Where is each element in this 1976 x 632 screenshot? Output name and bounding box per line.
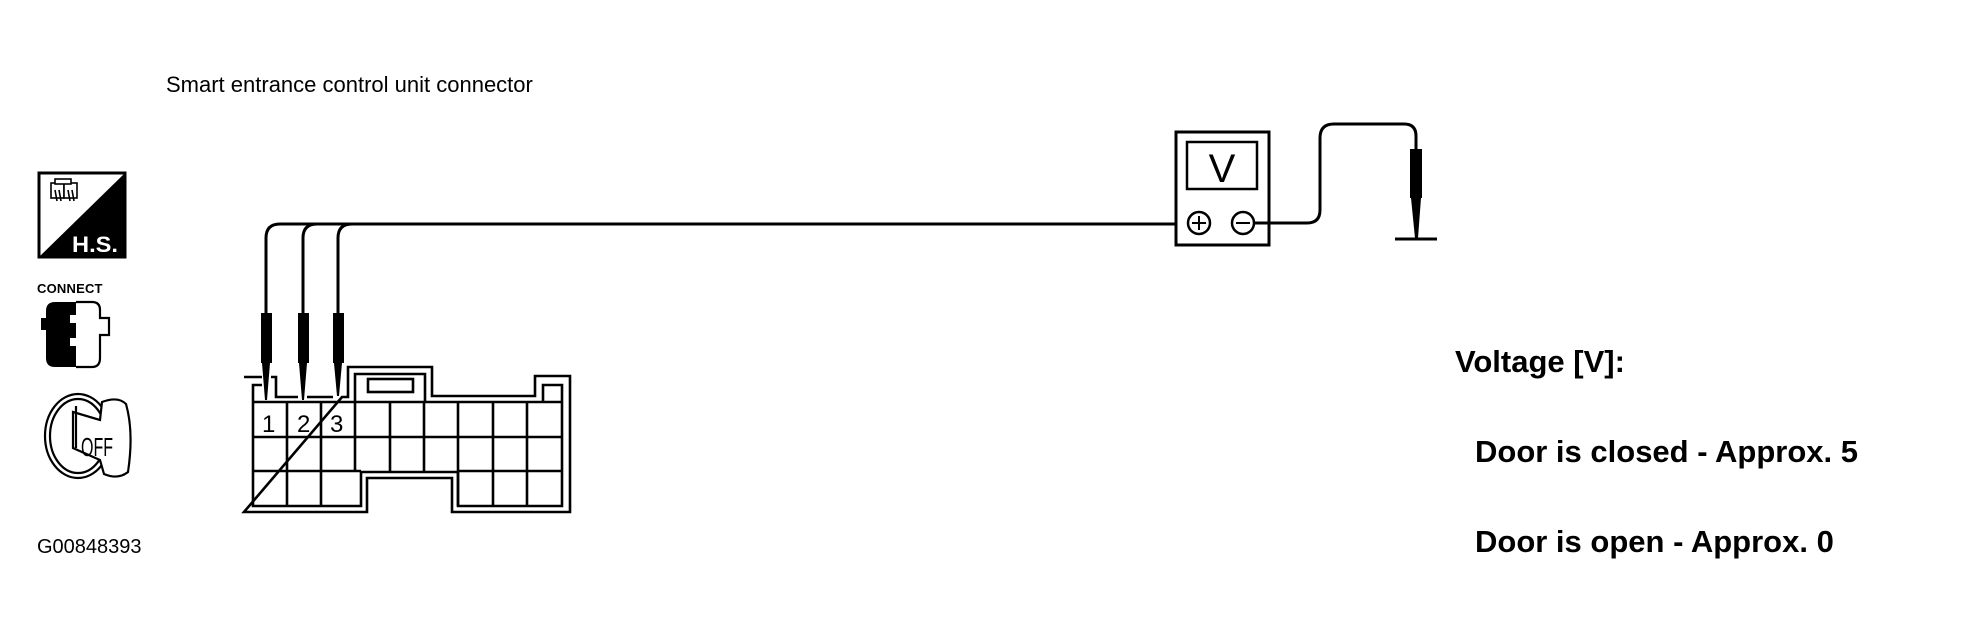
- meter-display-v: V: [1209, 147, 1236, 191]
- terminal-1-label: 1: [262, 411, 275, 438]
- voltage-spec-heading: Voltage [V]:: [1455, 344, 1625, 379]
- connector-terminal-labels: 1 2 3: [262, 411, 343, 438]
- diagram-title: Smart entrance control unit connector: [166, 72, 533, 97]
- voltmeter: V: [1174, 130, 1271, 247]
- terminal-3-label: 3: [330, 411, 343, 438]
- hs-label: H.S.: [72, 232, 118, 257]
- connect-label: CONNECT: [37, 281, 103, 296]
- svg-text:OFF: OFF: [81, 432, 113, 462]
- connect-icon: [41, 300, 111, 369]
- voltage-spec: Voltage [V]: Door is closed - Approx. 5 …: [1455, 287, 1858, 587]
- ignition-off-icon: OFF: [43, 392, 132, 480]
- test-lead-wires: [264, 222, 1188, 316]
- connector-face: [241, 365, 572, 514]
- probe-terminal-2: [298, 313, 309, 400]
- ground-lead: [1254, 122, 1437, 241]
- harness-side-icon: H.S.: [37, 171, 127, 259]
- voltage-spec-closed: Door is closed - Approx. 5: [1475, 434, 1858, 469]
- figure-id: G00848393: [37, 536, 142, 558]
- probe-terminal-1: [261, 313, 272, 400]
- probe-terminal-3: [333, 313, 344, 396]
- voltage-spec-open: Door is open - Approx. 0: [1475, 524, 1834, 559]
- terminal-2-label: 2: [297, 411, 310, 438]
